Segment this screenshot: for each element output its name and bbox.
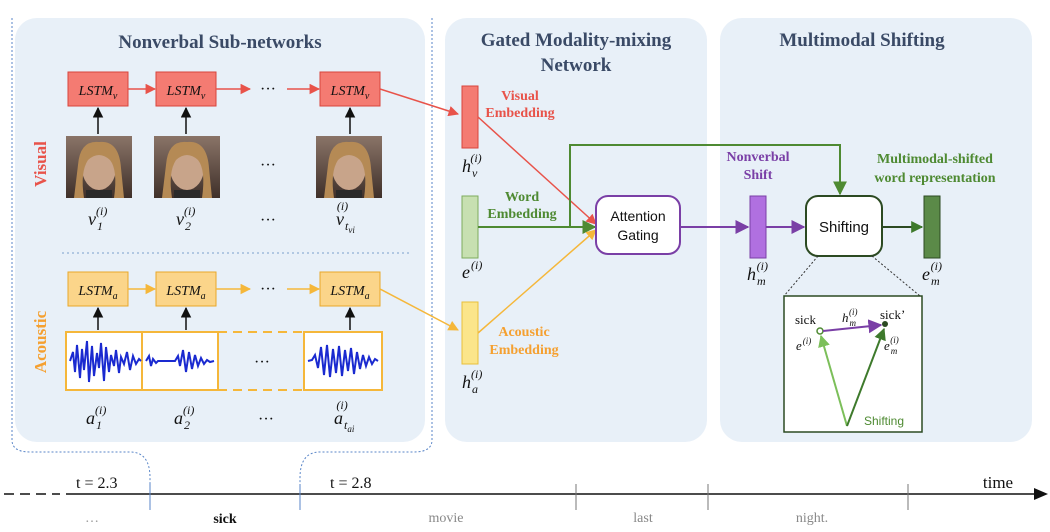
visual-lstm-3: LSTMv <box>319 71 381 107</box>
waveform-frame-1 <box>65 331 143 391</box>
svg-text:LSTMv: LSTMv <box>78 84 118 102</box>
acoustic-input-3: atai(i) <box>334 398 355 434</box>
output-embedding-bar <box>923 195 941 259</box>
svg-text:LSTMa: LSTMa <box>165 284 205 302</box>
time-label: time <box>983 473 1013 492</box>
gated-title-line2: Network <box>541 55 612 76</box>
timeline-arrowhead <box>1034 488 1048 500</box>
visual-lstm-1: LSTMv <box>67 71 129 107</box>
visual-input-ellipsis: ··· <box>260 212 276 229</box>
attention-gating-label-2: Gating <box>617 227 658 243</box>
face-image-1 <box>66 136 132 198</box>
svg-text:LSTMv: LSTMv <box>330 84 370 102</box>
timeline-t1: t = 2.3 <box>76 475 117 492</box>
acoustic-row-label: Acoustic <box>31 310 50 373</box>
e-symbol: e(i) <box>462 258 482 282</box>
inset-e-vector <box>818 334 848 427</box>
inset-sick-label: sick <box>795 312 816 327</box>
nonverbal-outline-right <box>299 18 433 510</box>
output-label-2: word representation <box>874 171 995 186</box>
acoustic-embedding-label-2: Embedding <box>489 343 558 358</box>
nonverbal-title: Nonverbal Sub-networks <box>118 32 321 53</box>
visual-to-embedding-arrow <box>379 88 459 117</box>
nonverbal-shift-label-2: Shift <box>744 168 773 183</box>
word-skip-connection <box>569 144 847 227</box>
visual-row-label: Visual <box>31 141 50 187</box>
gated-panel <box>445 18 707 442</box>
timeline-t2: t = 2.8 <box>330 475 371 492</box>
zoom-line-left <box>783 255 819 297</box>
waveform-3 <box>307 344 379 378</box>
acoustic-lstm-2: LSTMa <box>155 271 217 307</box>
timeline-word-0: … <box>85 511 99 526</box>
nonverbal-shift-bar <box>749 195 767 259</box>
waveform-2 <box>145 349 215 373</box>
ha-symbol: ha(i) <box>462 367 482 396</box>
inset-sick-prime-point <box>882 321 888 327</box>
zoom-line-right <box>871 255 921 297</box>
visual-lstm-2: LSTMv <box>155 71 217 107</box>
shift-title: Multimodal Shifting <box>779 30 945 51</box>
acoustic-lstm-ellipsis: ··· <box>260 281 276 298</box>
em-symbol: em(i) <box>922 259 942 288</box>
inset-sick-point <box>816 327 824 335</box>
face-image-3 <box>316 136 382 198</box>
attention-gating-label-1: Attention <box>610 208 665 224</box>
timeline-word-night: night. <box>796 511 828 526</box>
acoustic-lstm-1: LSTMa <box>67 271 129 307</box>
svg-text:LSTMv: LSTMv <box>166 84 206 102</box>
visual-lstm-ellipsis: ··· <box>260 81 276 98</box>
word-embedding-label-1: Word <box>505 190 539 205</box>
timeline-word-movie: movie <box>429 511 464 526</box>
acoustic-embedding-label-1: Acoustic <box>498 325 549 340</box>
acoustic-input-ellipsis: ··· <box>258 411 274 428</box>
shifting-box-label: Shifting <box>819 219 869 236</box>
inset-sick-prime-label: sick’ <box>880 307 905 322</box>
visual-input-3: vtvi(i) <box>336 199 355 235</box>
acoustic-lstm-3: LSTMa <box>319 271 381 307</box>
face-ellipsis: ··· <box>260 157 276 174</box>
visual-to-attention-arrow <box>477 116 597 225</box>
visual-embedding-label-2: Embedding <box>485 106 554 121</box>
inset-hm-symbol: hm(i) <box>842 307 858 328</box>
inset-em-vector <box>846 327 886 427</box>
acoustic-embedding-bar <box>461 301 479 365</box>
gated-title-line1: Gated Modality-mixing <box>481 30 672 51</box>
output-label-1: Multimodal-shifted <box>877 152 993 167</box>
inset-hm-vector <box>822 319 883 334</box>
inset-caption: Shifting <box>864 414 904 428</box>
inset-e-symbol: e(i) <box>796 336 811 353</box>
acoustic-input-2: a2(i) <box>174 403 194 432</box>
svg-text:LSTMa: LSTMa <box>329 284 369 302</box>
waveform-ellipsis: ··· <box>254 354 270 371</box>
visual-embedding-bar <box>461 85 479 149</box>
nonverbal-outline <box>11 18 151 510</box>
hm-symbol: hm(i) <box>747 259 768 288</box>
visual-embedding-label-1: Visual <box>501 89 539 104</box>
timeline-word-sick: sick <box>213 512 237 527</box>
timeline-word-last: last <box>633 511 653 526</box>
attention-gating-box <box>595 195 681 255</box>
face-image-2 <box>154 136 220 198</box>
visual-input-1: v1(i) <box>88 204 107 233</box>
word-embedding-bar <box>461 195 479 259</box>
nonverbal-shift-label-1: Nonverbal <box>727 150 790 165</box>
acoustic-to-embedding-arrow <box>379 288 459 331</box>
inset-em-symbol: em(i) <box>884 335 899 356</box>
acoustic-input-1: a1(i) <box>86 403 106 432</box>
svg-text:LSTMa: LSTMa <box>77 284 117 302</box>
acoustic-to-attention-arrow <box>477 229 597 334</box>
word-embedding-label-2: Embedding <box>487 207 556 222</box>
waveform-1 <box>69 340 142 383</box>
visual-input-2: v2(i) <box>176 204 195 233</box>
hv-symbol: hv(i) <box>462 151 482 180</box>
